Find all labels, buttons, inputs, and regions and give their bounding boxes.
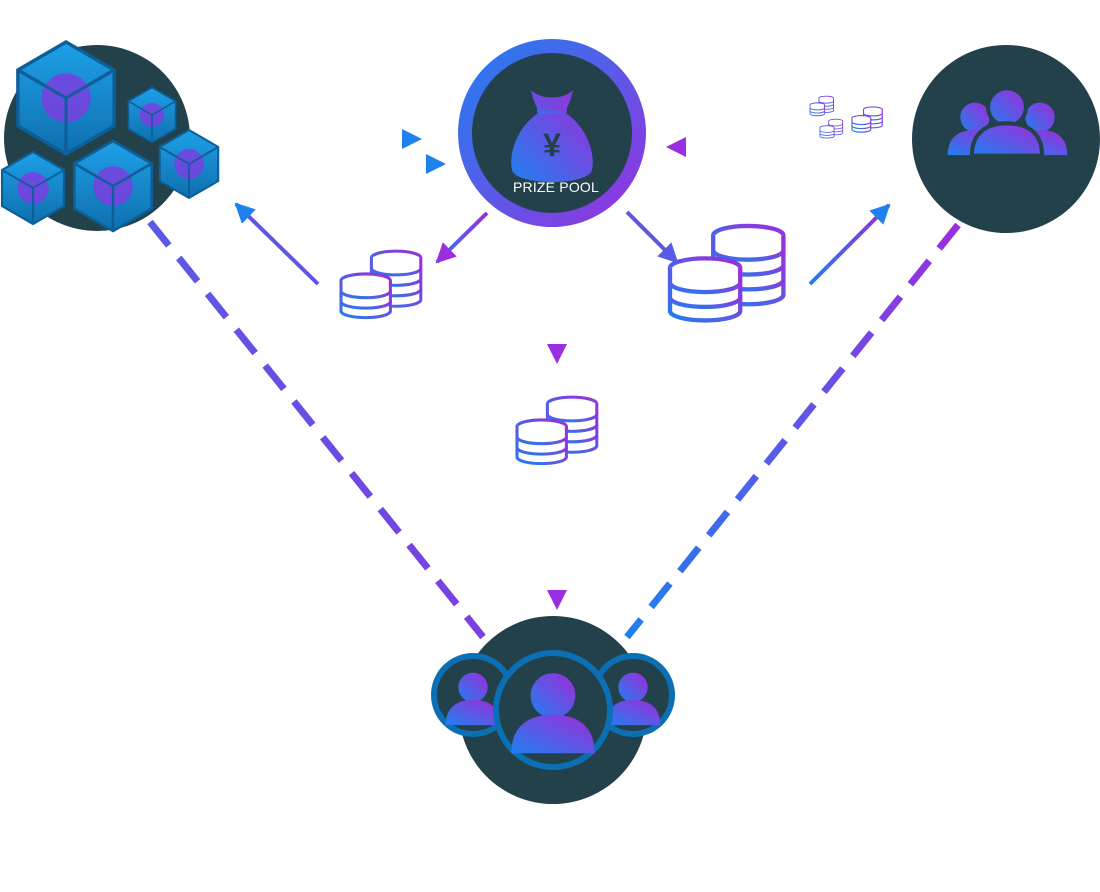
people-circle-icon bbox=[431, 650, 675, 770]
coin-stack-icon bbox=[515, 395, 599, 466]
coin-cluster-small bbox=[809, 95, 883, 139]
coin-stack-icon bbox=[670, 226, 783, 321]
yen-symbol: ¥ bbox=[543, 127, 561, 163]
coin-stack-icon bbox=[851, 106, 883, 133]
dashed-link-right bbox=[624, 222, 961, 640]
coin-stack-icon bbox=[819, 118, 844, 139]
dashed-link-left bbox=[147, 219, 486, 640]
coin-stack-icon bbox=[809, 95, 834, 117]
prize-pool-label: PRIZE POOL bbox=[513, 179, 599, 195]
players-node bbox=[912, 45, 1100, 233]
arrow-pool-to-right-coins bbox=[625, 210, 679, 264]
arrow-coins-to-blockchain bbox=[234, 202, 320, 286]
arrow-coins-to-players bbox=[808, 203, 891, 286]
blockchain-node bbox=[0, 40, 220, 233]
winners-node bbox=[431, 616, 675, 804]
coin-stack-icon bbox=[339, 249, 423, 320]
money-bag-icon: ¥ bbox=[511, 90, 593, 182]
prize-pool-node: ¥ PRIZE POOL bbox=[458, 39, 646, 227]
arrow-pool-to-left-coins bbox=[435, 211, 489, 264]
